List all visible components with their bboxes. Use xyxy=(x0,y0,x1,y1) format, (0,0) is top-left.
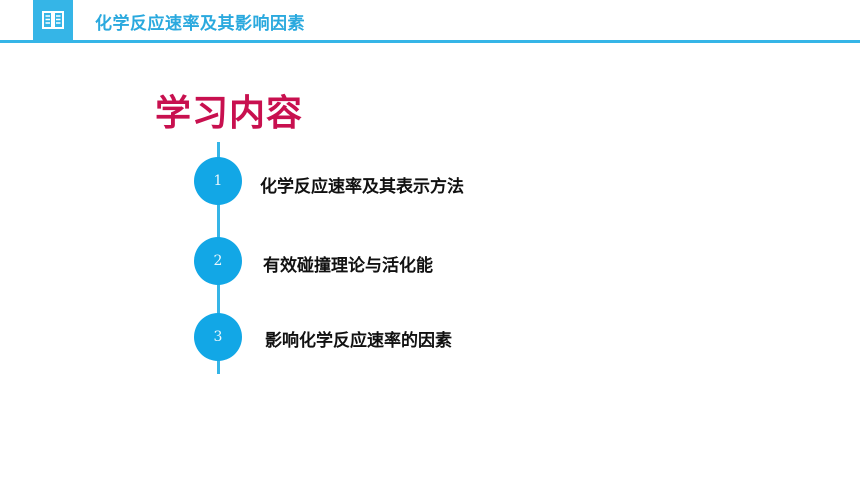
book-icon xyxy=(42,11,64,29)
header-title: 化学反应速率及其影响因素 xyxy=(95,14,305,34)
header-icon-box xyxy=(33,0,73,40)
step-label-3[interactable]: 影响化学反应速率的因素 xyxy=(265,331,452,351)
step-label-1[interactable]: 化学反应速率及其表示方法 xyxy=(260,177,464,197)
header-divider xyxy=(0,40,860,43)
header-bar: 化学反应速率及其影响因素 xyxy=(0,0,860,43)
step-number-2: 2 xyxy=(194,237,242,285)
step-label-2[interactable]: 有效碰撞理论与活化能 xyxy=(263,256,433,276)
step-number-3: 3 xyxy=(194,313,242,361)
section-title: 学习内容 xyxy=(155,93,304,134)
step-number-1: 1 xyxy=(194,157,242,205)
